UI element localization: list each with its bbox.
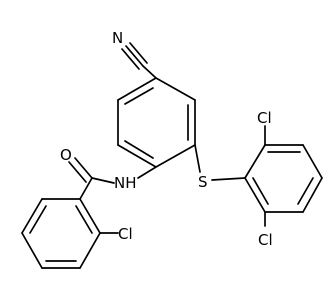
ring-to-nh-bond [137, 166, 157, 179]
nitrile-to-ring-bond [142, 65, 157, 79]
carbonyl-oxygen-label: O [60, 146, 72, 164]
dichloro-ring-bond-4 [302, 177, 323, 213]
upper-chlorine-label: Cl [257, 109, 272, 127]
benzoyl-ring-inner-bond-3 [75, 205, 93, 234]
carbonyl-double-bond-a [74, 157, 93, 179]
central-ring-bond-6 [155, 77, 196, 101]
s-to-ring-bond [211, 177, 246, 181]
benzoyl-ring-bond-5 [79, 232, 101, 269]
dichloro-ring-inner-bond-2 [297, 177, 314, 205]
dichloro-ring-bond-6 [244, 177, 266, 213]
ring-to-s-bond [194, 144, 201, 173]
central-ring-bond-1 [117, 77, 157, 101]
benzoyl-ring-bond-6 [79, 198, 101, 234]
benzoyl-chlorine-label: Cl [118, 225, 133, 243]
amide-nh-label: NH [114, 174, 137, 192]
dichloro-ring-inner-bond-3 [252, 177, 269, 205]
dichloro-ring-bond-3 [302, 144, 323, 179]
carbonyl-double-bond-b [68, 161, 87, 183]
nitrile-nitrogen-label: N [112, 29, 123, 47]
nitrile-bond-a [125, 45, 144, 67]
thioether-sulfur-label: S [198, 173, 208, 191]
nh-to-carbonyl-bond [91, 177, 115, 184]
central-ring-bond-4 [155, 144, 196, 168]
benzoyl-ring-bond-2 [21, 198, 43, 234]
nitrile-bond-b [129, 42, 148, 64]
central-ring-inner-bond-1 [124, 87, 154, 105]
central-ring-inner-bond-2 [124, 140, 154, 159]
carbonyl-to-ring-bond [79, 177, 93, 200]
nitrile-bond-c [121, 48, 140, 70]
benzoyl-ring-inner-bond-1 [29, 205, 47, 234]
lower-chlorine-label: Cl [258, 231, 273, 249]
benzoyl-ring-bond-3 [21, 232, 43, 269]
dichloro-ring-bond-1 [244, 144, 266, 179]
central-ring-bond-3 [117, 144, 157, 168]
